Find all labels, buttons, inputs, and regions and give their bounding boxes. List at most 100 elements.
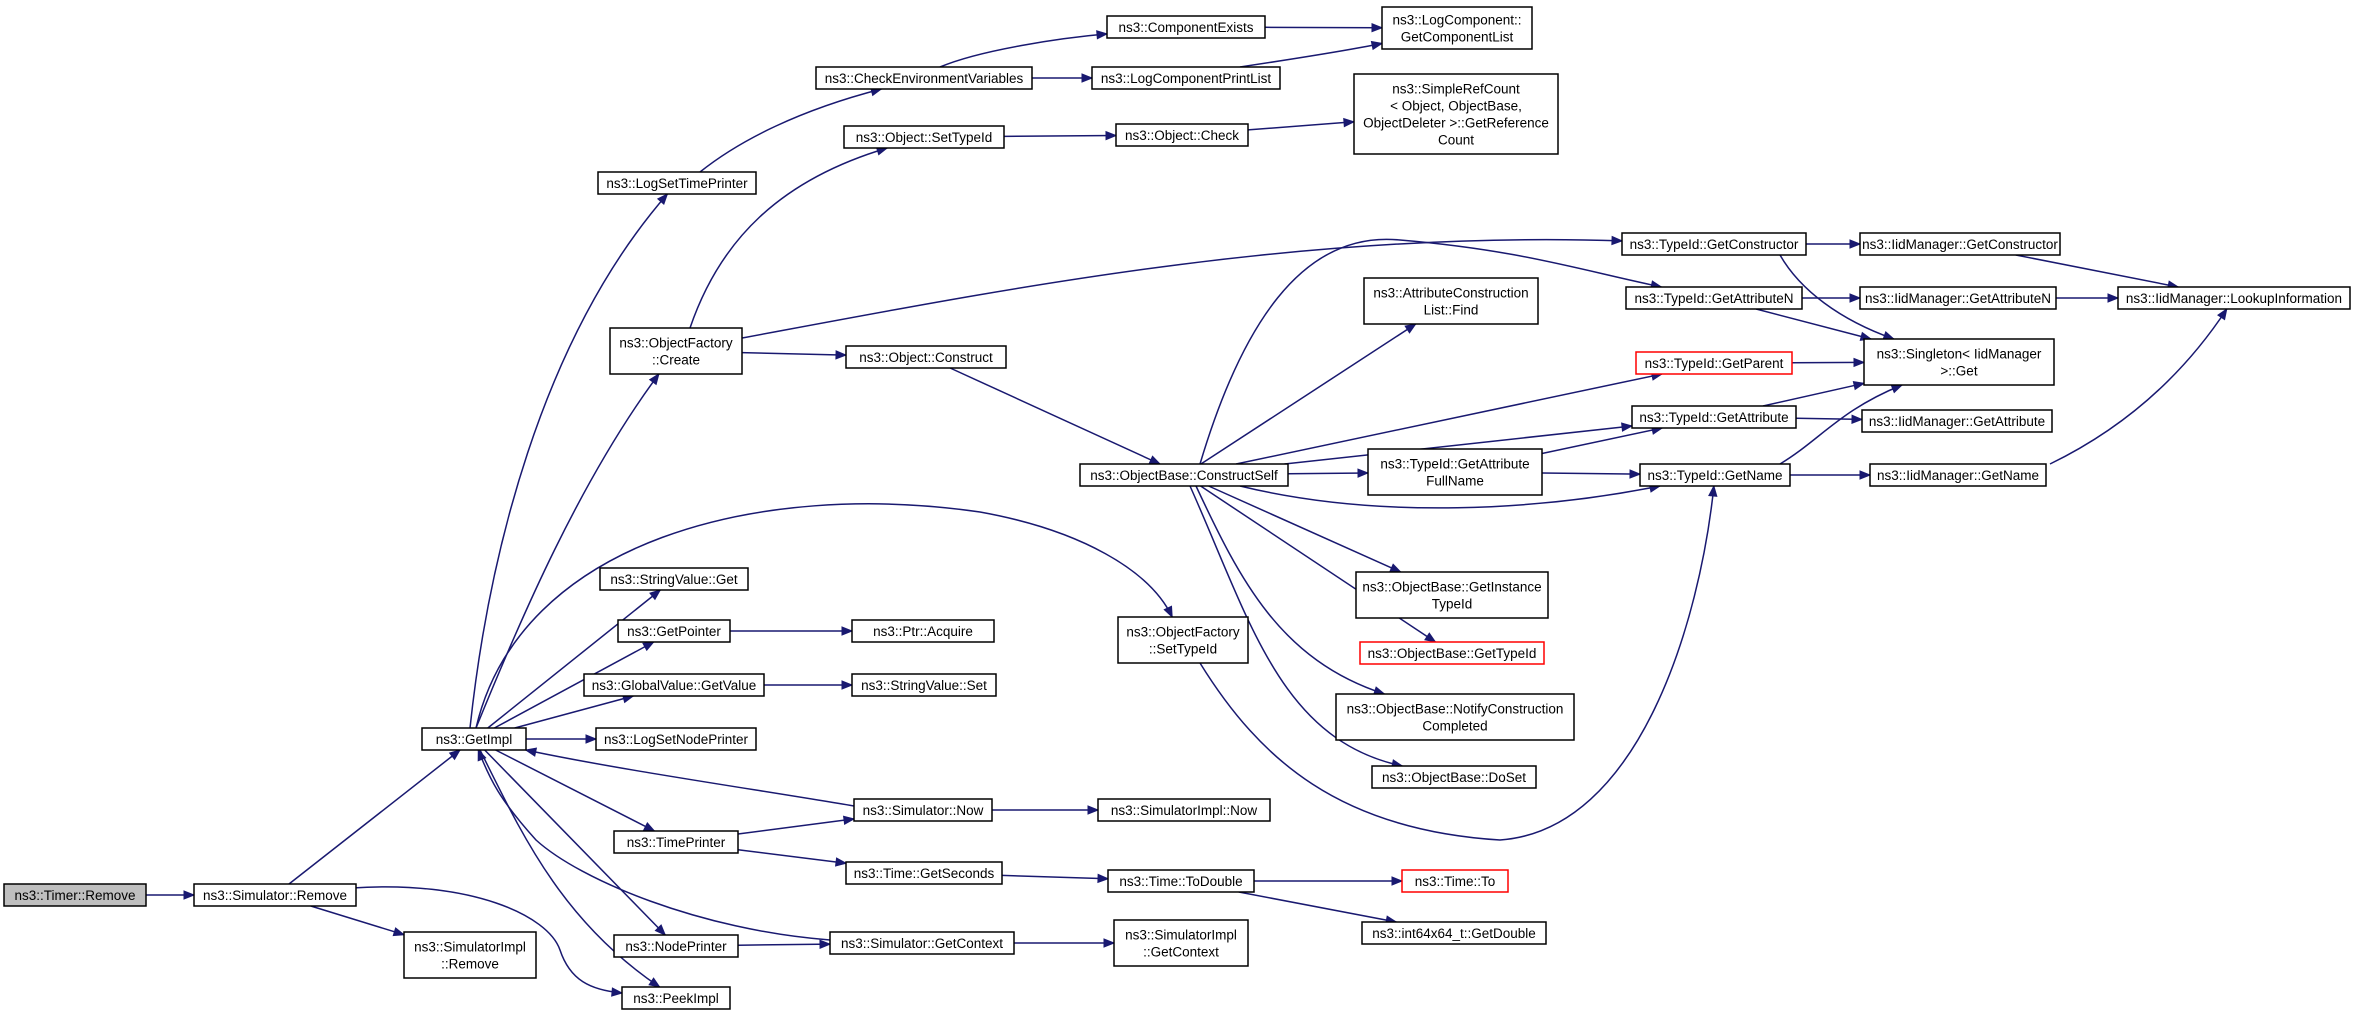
node-timer-remove[interactable]: ns3::Timer::Remove [3, 883, 147, 907]
node-typeid-getattribute[interactable]: ns3::TypeId::GetAttribute [1631, 405, 1797, 429]
arrowhead [1424, 632, 1437, 643]
node-objectfactory-settypeid[interactable]: ns3::ObjectFactory::SetTypeId [1117, 616, 1249, 664]
node-getcomponentlist[interactable]: ns3::LogComponent::GetComponentList [1381, 6, 1533, 50]
node-singleton-get[interactable]: ns3::Singleton< IidManager>::Get [1863, 338, 2055, 386]
node-logsetnodeprinter[interactable]: ns3::LogSetNodePrinter [595, 727, 757, 751]
arrowhead [642, 641, 655, 652]
node-simplerefcount[interactable]: ns3::SimpleRefCount< Object, ObjectBase,… [1353, 73, 1559, 155]
node-label: >::Get [1940, 364, 1977, 379]
node-objectbase-doset[interactable]: ns3::ObjectBase::DoSet [1371, 765, 1537, 789]
arrowhead [1087, 805, 1100, 815]
node-label: ::Create [652, 353, 700, 368]
node-logsettimeprinter[interactable]: ns3::LogSetTimePrinter [597, 171, 757, 195]
node-simulatorimpl-now[interactable]: ns3::SimulatorImpl::Now [1097, 798, 1271, 822]
node-typeid-getparent[interactable]: ns3::TypeId::GetParent [1635, 351, 1793, 375]
node-objectbase-constructself[interactable]: ns3::ObjectBase::ConstructSelf [1079, 463, 1289, 487]
node-label: ns3::GetImpl [436, 732, 513, 747]
arrowhead [648, 372, 660, 386]
node-label: ns3::ComponentExists [1118, 20, 1253, 35]
edge-iidmanager_getconstructor-to-iidmanager_lookupinformation [2015, 254, 2180, 290]
node-componentexists[interactable]: ns3::ComponentExists [1106, 15, 1266, 39]
arrowhead [1404, 323, 1417, 334]
node-int64x64-getdouble[interactable]: ns3::int64x64_t::GetDouble [1361, 921, 1547, 945]
node-box [851, 619, 995, 643]
node-stringvalue-get[interactable]: ns3::StringValue::Get [599, 567, 749, 591]
edge-typeid_getname-to-singleton_get [1779, 384, 1904, 465]
edge-getimpl-to-logsettimeprinter [469, 192, 669, 729]
node-iidmanager-lookupinformation[interactable]: ns3::IidManager::LookupInformation [2117, 286, 2351, 310]
node-objectfactory-create[interactable]: ns3::ObjectFactory::Create [609, 327, 743, 375]
node-checkenv[interactable]: ns3::CheckEnvironmentVariables [815, 66, 1033, 90]
arrowhead [1371, 22, 1384, 33]
node-simulatorimpl-remove[interactable]: ns3::SimulatorImpl::Remove [403, 931, 537, 979]
edge-nodeprinter-to-simulator_getcontext [737, 939, 832, 949]
node-label: ns3::TypeId::GetAttribute [1380, 457, 1529, 472]
node-box [1869, 463, 2047, 487]
edge-getimpl-to-nodeprinter [484, 749, 667, 936]
edge-line [699, 88, 882, 173]
node-object-construct[interactable]: ns3::Object::Construct [845, 345, 1007, 369]
node-box [613, 830, 739, 854]
edge-line [1238, 891, 1397, 923]
node-iidmanager-getattributen[interactable]: ns3::IidManager::GetAttributeN [1859, 286, 2057, 310]
node-label: ::GetContext [1143, 945, 1219, 960]
node-time-to[interactable]: ns3::Time::To [1401, 869, 1509, 893]
edge-line [469, 193, 668, 729]
node-label: ns3::TypeId::GetAttributeN [1634, 291, 1793, 306]
node-box [597, 171, 757, 195]
node-typeid-getconstructor[interactable]: ns3::TypeId::GetConstructor [1621, 232, 1807, 256]
node-iidmanager-getconstructor[interactable]: ns3::IidManager::GetConstructor [1859, 232, 2061, 256]
arrowhead [1621, 422, 1634, 432]
node-box [853, 798, 993, 822]
node-nodeprinter[interactable]: ns3::NodePrinter [613, 934, 739, 958]
node-label: ObjectDeleter >::GetReference [1363, 116, 1549, 131]
edge-line [741, 351, 847, 356]
node-simulator-getcontext[interactable]: ns3::Simulator::GetContext [829, 931, 1015, 955]
node-time-getseconds[interactable]: ns3::Time::GetSeconds [845, 861, 1003, 885]
arrowhead [1370, 40, 1384, 51]
arrowhead [1389, 563, 1402, 573]
node-iidmanager-getattribute[interactable]: ns3::IidManager::GetAttribute [1861, 409, 2053, 433]
edge-line [1284, 425, 1633, 465]
node-box [1091, 66, 1281, 90]
node-iidmanager-getname[interactable]: ns3::IidManager::GetName [1869, 463, 2047, 487]
node-box [595, 727, 757, 751]
node-ptr-acquire[interactable]: ns3::Ptr::Acquire [851, 619, 995, 643]
arrowhead [1849, 239, 1862, 249]
node-stringvalue-set[interactable]: ns3::StringValue::Set [851, 673, 997, 697]
node-simulator-remove[interactable]: ns3::Simulator::Remove [193, 883, 357, 907]
node-typeid-getname[interactable]: ns3::TypeId::GetName [1639, 463, 1791, 487]
node-logcomponentprintlist[interactable]: ns3::LogComponentPrintList [1091, 66, 1281, 90]
node-label: ns3::int64x64_t::GetDouble [1372, 926, 1536, 941]
node-objectbase-gettypeid[interactable]: ns3::ObjectBase::GetTypeId [1359, 641, 1545, 665]
node-box [1106, 15, 1266, 39]
node-simulatorimpl-getcontext[interactable]: ns3::SimulatorImpl::GetContext [1113, 919, 1249, 967]
node-object-settypeid[interactable]: ns3::Object::SetTypeId [843, 125, 1005, 149]
node-getpointer[interactable]: ns3::GetPointer [617, 619, 731, 643]
node-simulator-now[interactable]: ns3::Simulator::Now [853, 798, 993, 822]
node-label: ns3::Simulator::Now [863, 803, 984, 818]
node-label: ns3::LogSetNodePrinter [604, 732, 749, 747]
node-time-todouble[interactable]: ns3::Time::ToDouble [1107, 869, 1255, 893]
arrowhead [1105, 130, 1118, 141]
edge-getimpl-to-globalvalue_getvalue [514, 694, 635, 729]
node-typeid-getattributen[interactable]: ns3::TypeId::GetAttributeN [1625, 286, 1803, 310]
node-timeprinter[interactable]: ns3::TimePrinter [613, 830, 739, 854]
node-globalvalue-getvalue[interactable]: ns3::GlobalValue::GetValue [583, 673, 765, 697]
node-label: ns3::AttributeConstruction [1373, 286, 1528, 301]
edge-simulator_now-to-getimpl [524, 747, 855, 807]
node-getimpl[interactable]: ns3::GetImpl [421, 727, 527, 751]
node-label: ns3::Singleton< IidManager [1877, 347, 2042, 362]
edge-checkenv-to-componentexists [939, 30, 1109, 68]
arrowhead [1853, 357, 1866, 368]
node-peekimpl[interactable]: ns3::PeekImpl [621, 986, 731, 1010]
node-object-check[interactable]: ns3::Object::Check [1115, 123, 1249, 147]
node-objectbase-notify[interactable]: ns3::ObjectBase::NotifyConstructionCompl… [1335, 693, 1575, 741]
edge-time_todouble-to-int64x64_getdouble [1238, 891, 1398, 925]
edge-getimpl-to-objectfactory_settypeid [475, 503, 1173, 729]
edge-line [1779, 254, 1895, 340]
nodes-layer: ns3::Timer::Remove ns3::Simulator::Remove… [3, 6, 2351, 1010]
